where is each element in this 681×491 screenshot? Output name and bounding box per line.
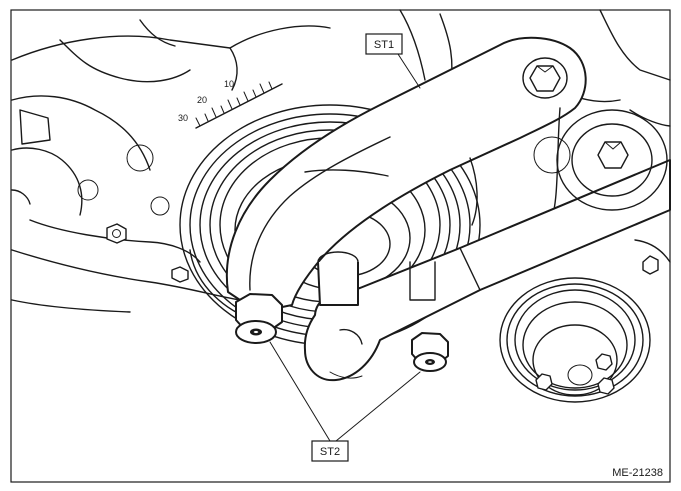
ac-compressor-pulley <box>499 239 671 403</box>
callout-st2: ST2 <box>269 341 421 462</box>
timing-scale: 30 20 10 <box>178 79 283 129</box>
callout-st1-label: ST1 <box>374 39 394 51</box>
engine-block <box>11 19 331 313</box>
idler-pulley <box>556 109 668 211</box>
callout-st1-box <box>365 33 403 55</box>
figure-id: ME-21238 <box>612 467 663 479</box>
st2-left-socket <box>235 293 283 344</box>
scale-label-30: 30 <box>178 113 188 123</box>
callout-st1: ST1 <box>365 33 421 89</box>
engine-mount-bolt <box>106 223 189 283</box>
figure-frame <box>10 9 671 483</box>
scale-label-20: 20 <box>197 95 207 105</box>
st2-right-socket <box>411 332 449 372</box>
wrench <box>303 159 671 382</box>
callout-st2-box <box>311 440 349 462</box>
callout-st2-label: ST2 <box>320 446 340 458</box>
scale-label-10: 10 <box>224 79 234 89</box>
holder-tool-st1 <box>225 36 587 313</box>
